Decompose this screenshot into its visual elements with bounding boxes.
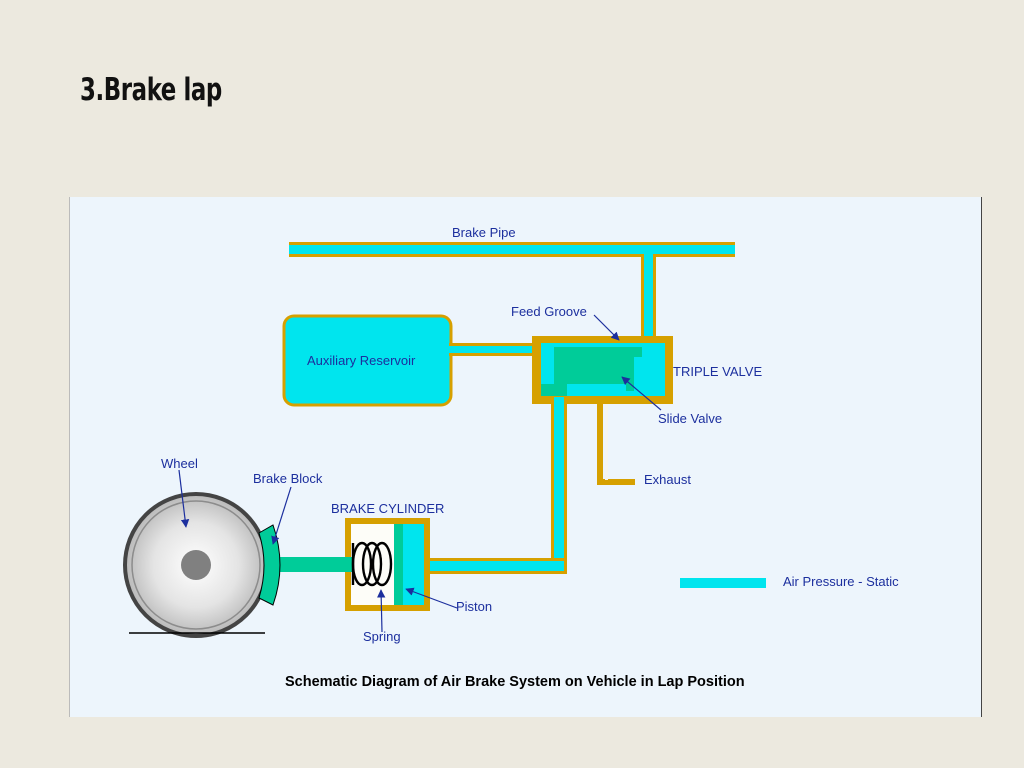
label-spring: Spring — [363, 629, 401, 644]
auxiliary-reservoir — [282, 314, 544, 407]
legend-label: Air Pressure - Static — [783, 574, 899, 589]
label-exhaust: Exhaust — [644, 472, 691, 487]
spring — [351, 541, 393, 587]
label-brake-pipe: Brake Pipe — [452, 225, 516, 240]
legend-swatch — [680, 578, 766, 588]
air-brake-diagram: Brake Pipe Feed Groove Auxiliary Reservo… — [69, 197, 982, 717]
triple-valve — [532, 336, 673, 404]
label-auxiliary-reservoir: Auxiliary Reservoir — [307, 353, 416, 368]
label-brake-block: Brake Block — [253, 471, 323, 486]
label-slide-valve: Slide Valve — [658, 411, 722, 426]
diagram-caption: Schematic Diagram of Air Brake System on… — [285, 674, 745, 690]
cylinder-feed-pipe — [419, 397, 567, 574]
label-brake-cylinder: BRAKE CYLINDER — [331, 501, 444, 516]
wheel — [123, 492, 269, 638]
exhaust-port — [597, 402, 635, 485]
slide-title: 3.Brake lap — [80, 72, 222, 108]
label-piston: Piston — [456, 599, 492, 614]
label-triple-valve: TRIPLE VALVE — [673, 364, 762, 379]
label-feed-groove: Feed Groove — [511, 304, 587, 319]
brake-pipe — [289, 242, 735, 349]
diagram-panel — [69, 197, 981, 717]
leader-arrows — [178, 314, 662, 633]
label-wheel: Wheel — [161, 456, 198, 471]
